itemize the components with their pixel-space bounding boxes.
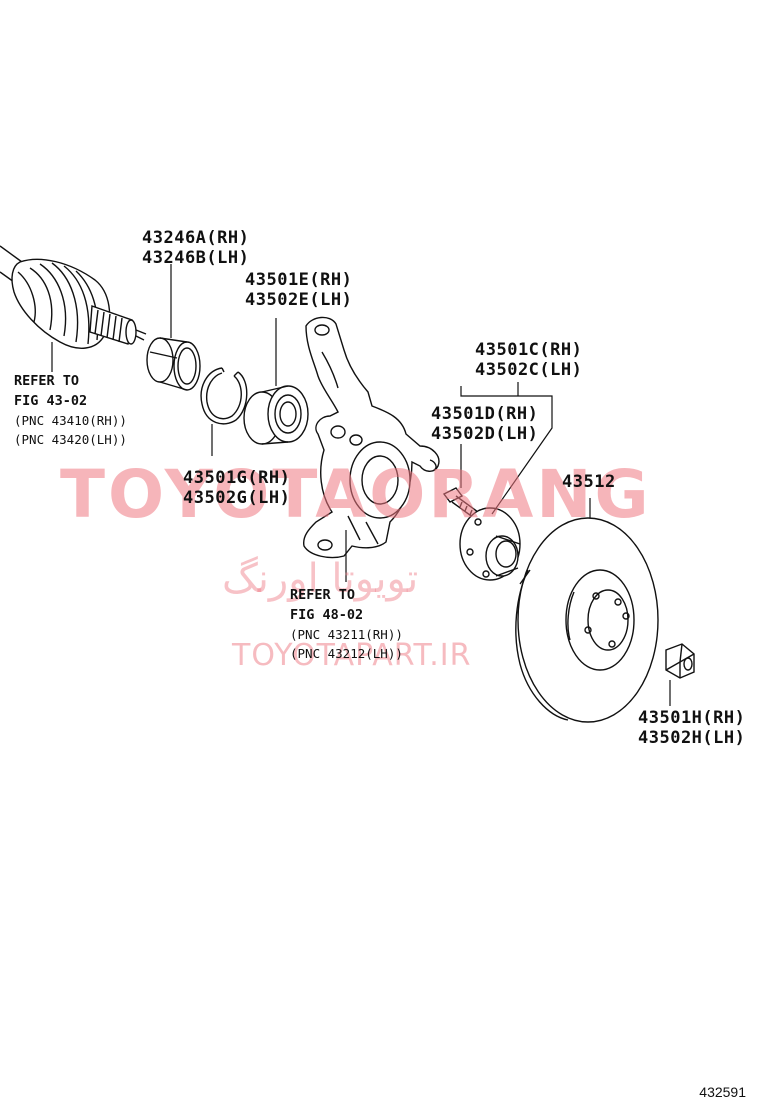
watermark-persian: تویوتا اورنگ [222, 556, 419, 602]
drive-shaft-icon [0, 246, 146, 348]
hub-nut-icon [666, 644, 694, 678]
label-43246-lh: 43246B(LH) [142, 248, 250, 268]
watermark-url: TOYOTAPART.IR [232, 638, 472, 673]
label-43501c-rh: 43501C(RH) [475, 340, 583, 360]
watermark-main: TOYOTAORANG [60, 456, 652, 533]
label-43502d-lh: 43502D(LH) [431, 424, 539, 444]
brake-disc-icon [516, 518, 658, 722]
label-43501e-rh: 43501E(RH) [245, 270, 353, 290]
snap-ring-icon [201, 368, 247, 424]
label-43501d-rh: 43501D(RH) [431, 404, 539, 424]
wheel-bearing-icon [244, 386, 308, 444]
label-43502c-lh: 43502C(LH) [475, 360, 583, 380]
label-43502e-lh: 43502E(LH) [245, 290, 353, 310]
ref-knuckle-line2: FIG 48-02 [290, 607, 364, 623]
ref-driveshaft-line3: (PNC 43410(RH)) [14, 413, 127, 428]
ref-knuckle-line1: REFER TO [290, 587, 356, 603]
label-43246-rh: 43246A(RH) [142, 228, 250, 248]
label-43501g-rh: 43501G(RH) [183, 468, 291, 488]
label-43501h-rh: 43501H(RH) [638, 708, 746, 728]
ref-driveshaft-line1: REFER TO [14, 373, 80, 389]
ref-driveshaft-line2: FIG 43-02 [14, 393, 88, 409]
label-43512: 43512 [562, 472, 616, 492]
ref-driveshaft-line4: (PNC 43420(LH)) [14, 432, 127, 447]
bearing-ring-icon [147, 338, 200, 390]
ref-knuckle-line4: (PNC 43212(LH)) [290, 646, 403, 661]
figure-number: 432591 [699, 1084, 746, 1100]
label-43502h-lh: 43502H(LH) [638, 728, 746, 748]
ref-knuckle-line3: (PNC 43211(RH)) [290, 627, 403, 642]
axle-hub-icon [460, 508, 520, 580]
label-43502g-lh: 43502G(LH) [183, 488, 291, 508]
steering-knuckle-icon [304, 317, 439, 557]
